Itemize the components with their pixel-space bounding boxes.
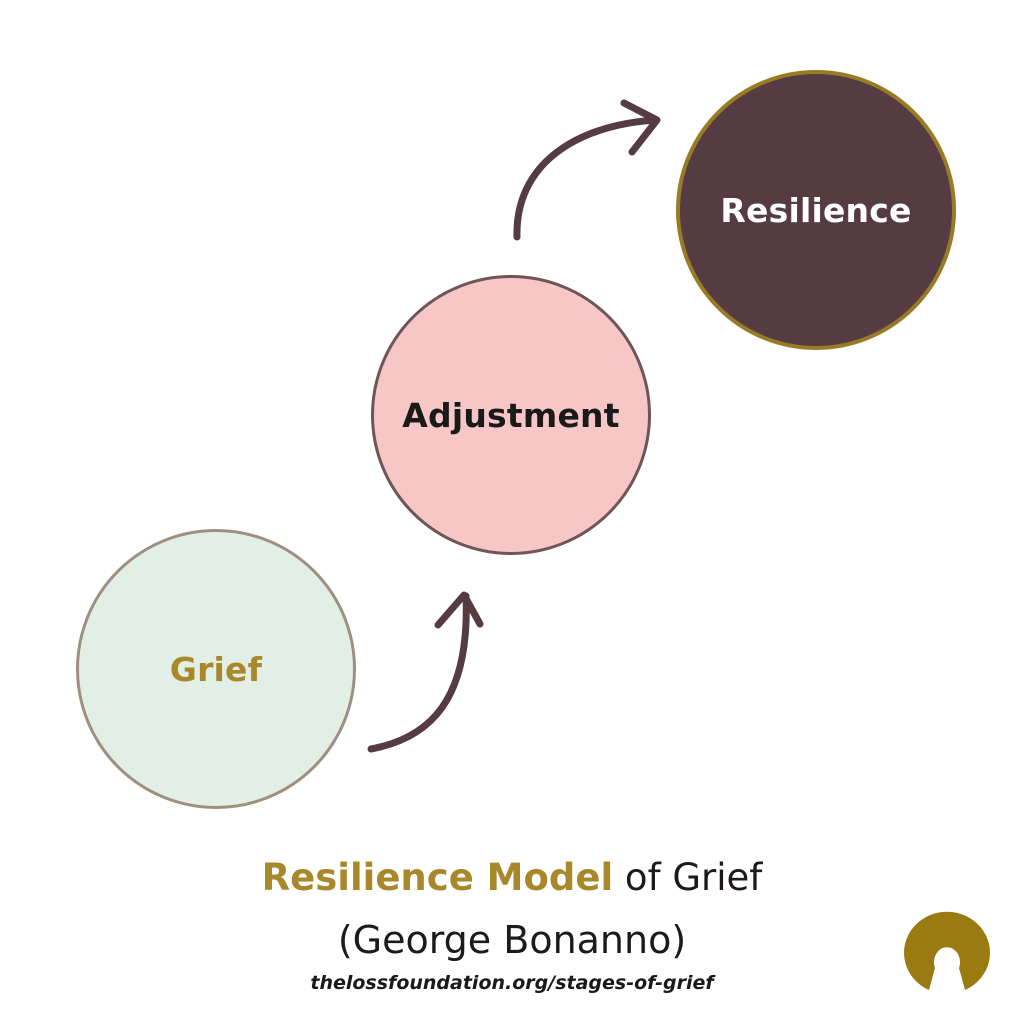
stage-resilience-label: Resilience <box>720 190 912 230</box>
arrow-grief-to-adjustment-head <box>434 591 484 629</box>
arrow-adjustment-to-resilience-head <box>620 99 661 156</box>
source-url: thelossfoundation.org/stages-of-grief <box>310 972 714 994</box>
stage-grief-label: Grief <box>169 649 263 689</box>
arrow-adjustment-to-resilience <box>513 99 661 241</box>
diagram-title: Resilience Model of Grief <box>0 852 1024 904</box>
arrow-grief-to-adjustment-shaft <box>367 592 470 753</box>
stage-grief-circle: Grief <box>76 529 356 809</box>
title-rest: of Grief <box>613 856 763 899</box>
stage-adjustment-label: Adjustment <box>402 395 620 435</box>
arrow-grief-to-adjustment <box>367 591 484 753</box>
diagram-author: (George Bonanno) <box>337 918 687 962</box>
stage-adjustment-circle: Adjustment <box>371 275 651 555</box>
title-highlight: Resilience Model <box>261 856 614 899</box>
stage-resilience-circle: Resilience <box>676 70 956 350</box>
loss-foundation-logo-icon <box>904 911 990 990</box>
arrow-adjustment-to-resilience-shaft <box>513 116 660 241</box>
